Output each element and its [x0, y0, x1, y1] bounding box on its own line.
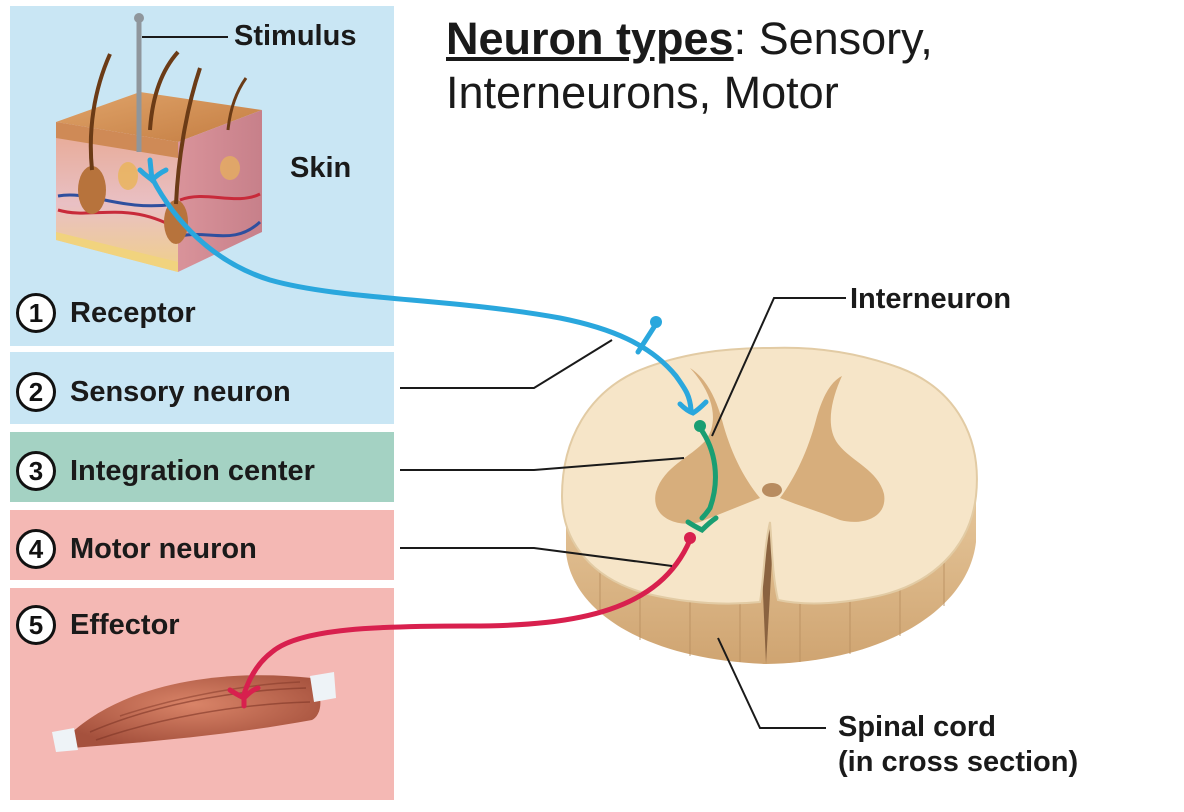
skin-label: Skin	[290, 152, 352, 184]
title-rest: : Sensory,	[733, 13, 933, 64]
step-label: Integration center	[70, 454, 315, 487]
motor-end-plate	[227, 685, 261, 709]
step-receptor: 1 Receptor	[16, 293, 196, 333]
sensory-terminal	[677, 399, 709, 416]
step-label: Motor neuron	[70, 532, 257, 565]
step-number: 3	[16, 451, 56, 491]
step-number: 2	[16, 372, 56, 412]
sensory-cell-body	[650, 316, 662, 328]
interneuron-axon	[697, 425, 718, 521]
leader-lines	[400, 297, 846, 729]
step-effector: 5 Effector	[16, 605, 180, 645]
motor-neuron-panel	[10, 510, 394, 580]
step-number: 4	[16, 529, 56, 569]
interneuron-terminal	[685, 515, 719, 534]
step-label: Receptor	[70, 296, 196, 329]
step-integration-center: 3 Integration center	[16, 451, 315, 491]
skin-illustration	[56, 50, 262, 272]
step-number: 1	[16, 293, 56, 333]
sensory-neuron-axon	[149, 175, 694, 413]
spinal-cord-illustration	[560, 346, 978, 664]
diagram-title: Neuron types: Sensory, Interneurons, Mot…	[446, 12, 933, 120]
step-label: Sensory neuron	[70, 375, 291, 408]
receptor-ending	[137, 157, 169, 184]
step-motor-neuron: 4 Motor neuron	[16, 529, 257, 569]
integration-center-panel	[10, 432, 394, 502]
step-sensory-neuron: 2 Sensory neuron	[16, 372, 291, 412]
motor-neuron-axon	[241, 537, 693, 697]
title-emphasis: Neuron types	[446, 13, 734, 64]
spinal-cord-label: Spinal cord	[838, 711, 996, 743]
step-label: Effector	[70, 608, 180, 641]
step-number: 5	[16, 605, 56, 645]
cross-section-label: (in cross section)	[838, 746, 1079, 778]
interneuron-label: Interneuron	[850, 283, 1012, 315]
title-line2: Interneurons, Motor	[446, 67, 839, 118]
stimulus-label: Stimulus	[234, 20, 357, 52]
muscle-illustration	[52, 672, 336, 752]
central-canal	[762, 483, 782, 497]
sensory-neuron-panel	[10, 352, 394, 424]
